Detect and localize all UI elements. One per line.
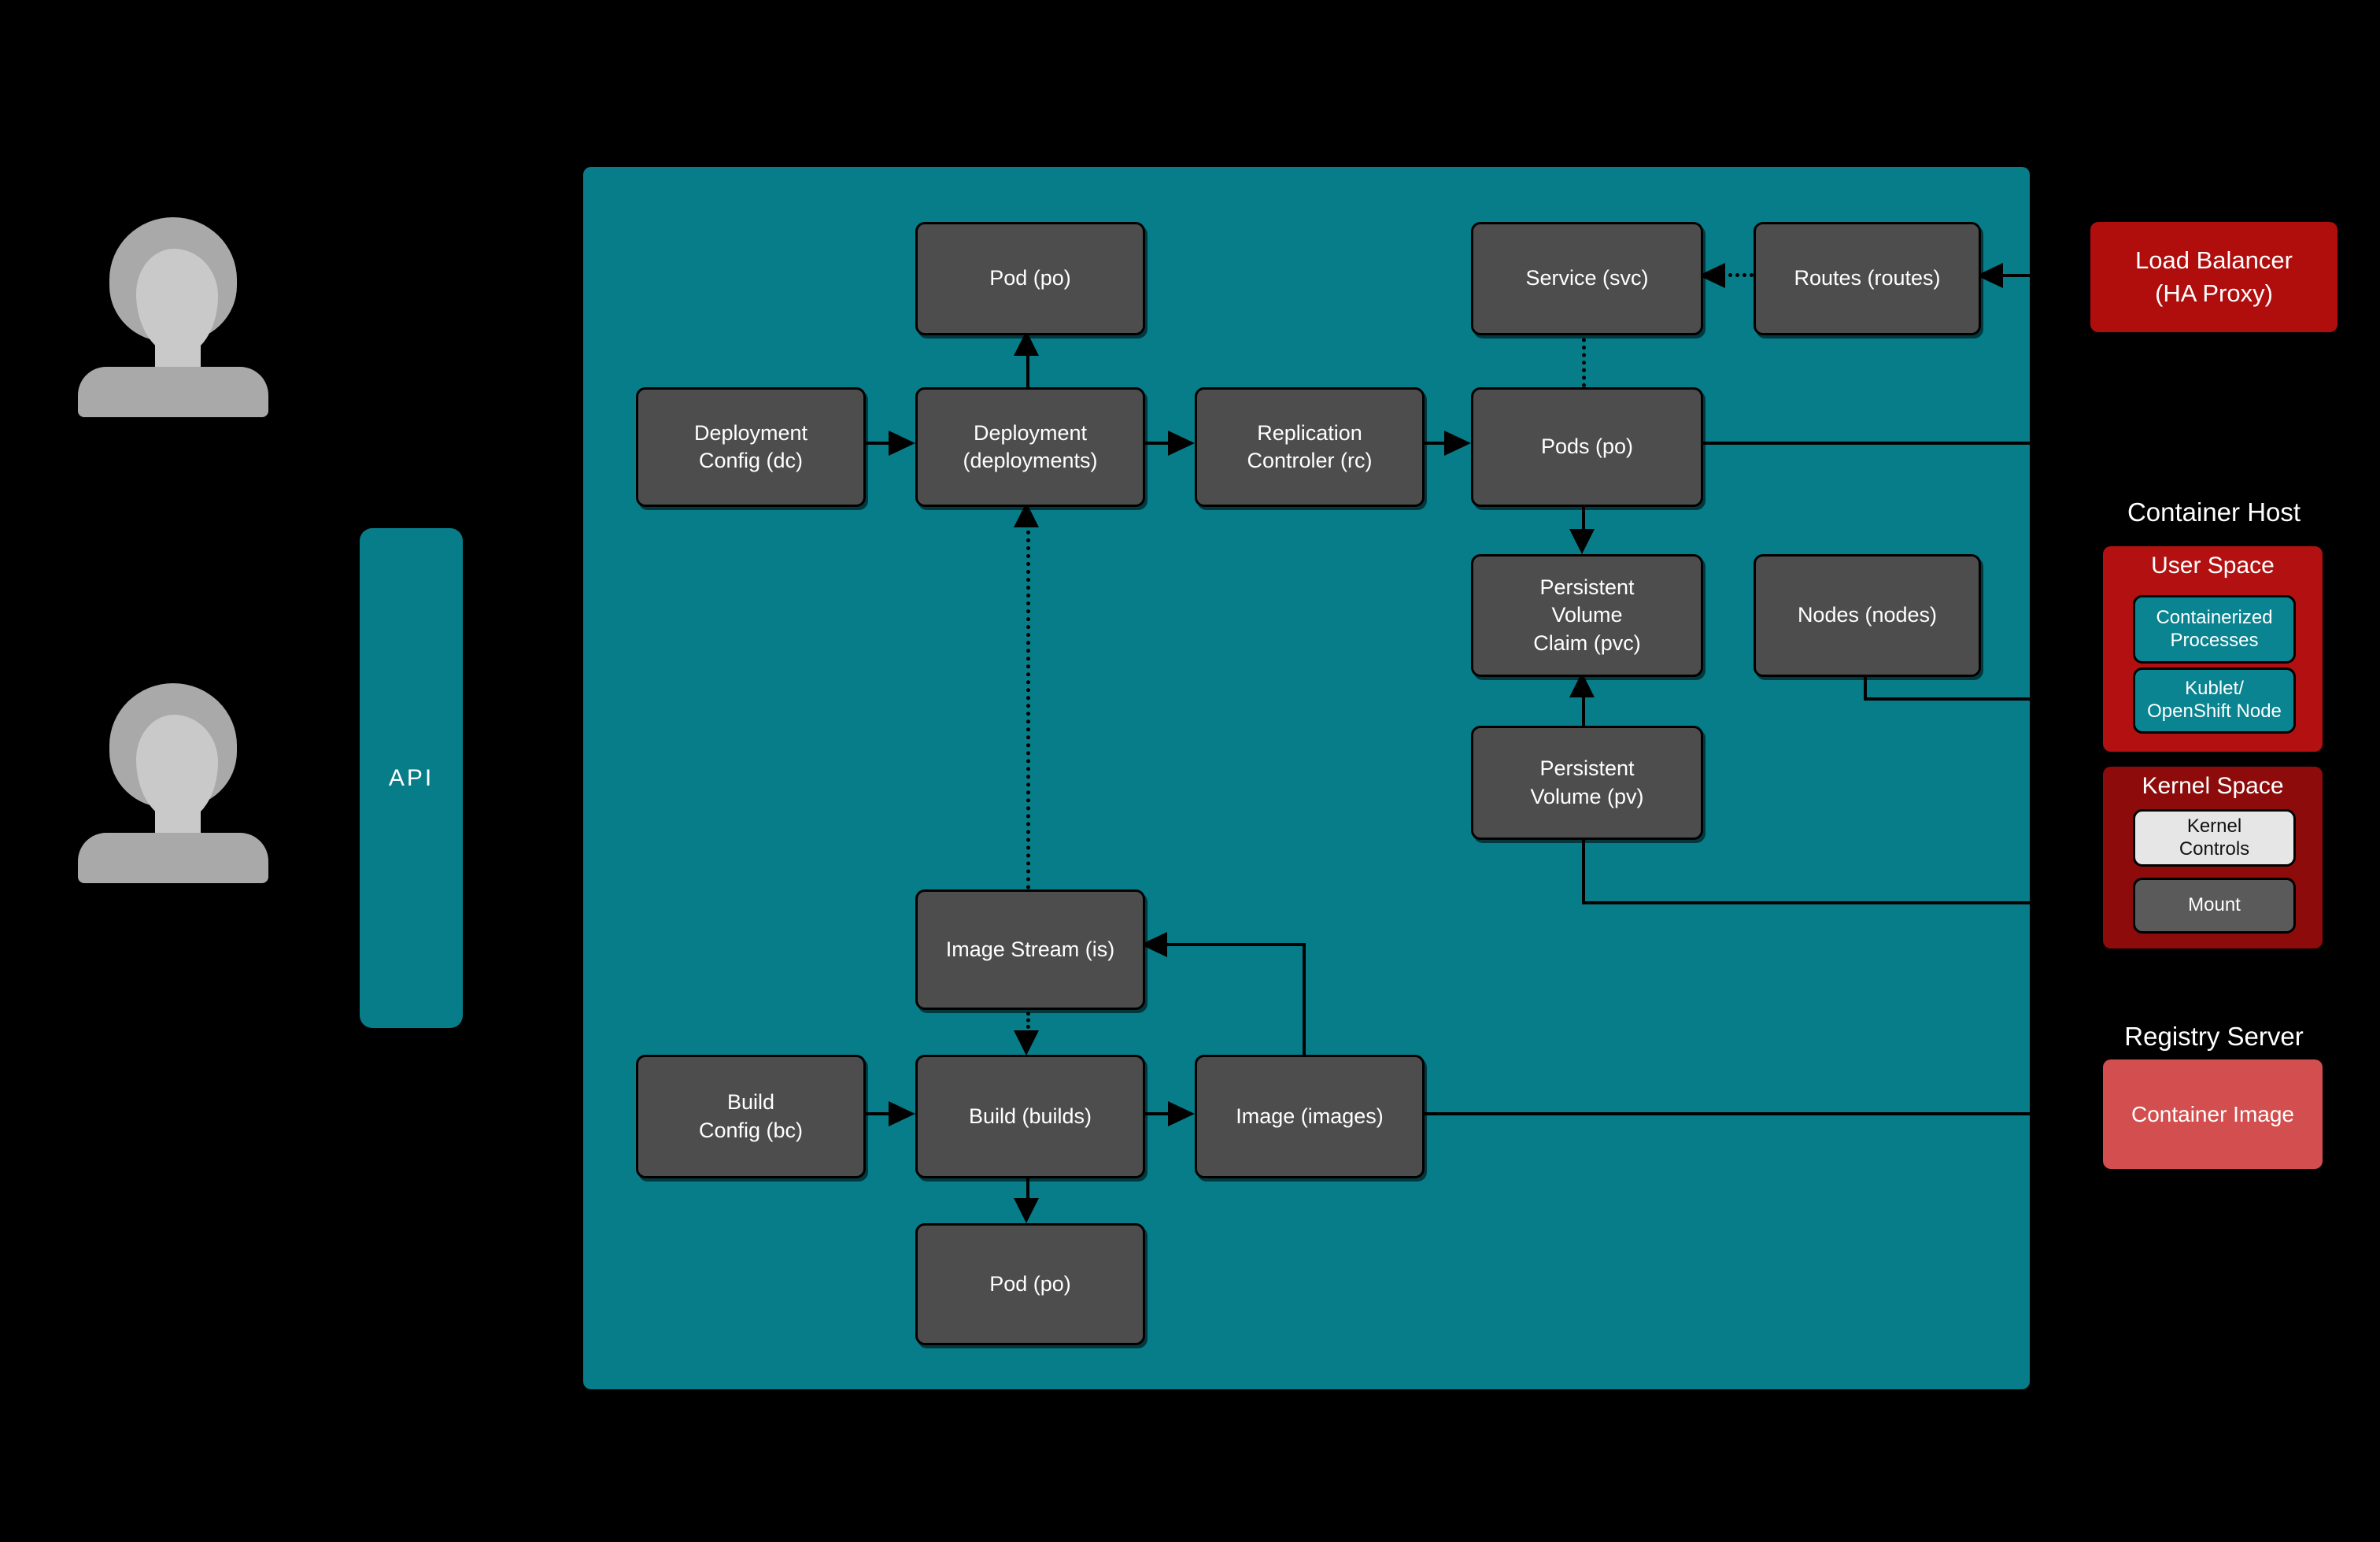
node-label: Image Stream (is) xyxy=(945,937,1115,961)
registry-server-title: Registry Server xyxy=(2124,1022,2304,1051)
node-pods: Pods (po) xyxy=(1471,387,1703,507)
edge-pv-to-pvc xyxy=(1582,697,1585,726)
edge-nodes-to-kublet xyxy=(1864,697,2030,701)
user-avatar-icon xyxy=(73,679,273,883)
edge-load-balancer-to-routes xyxy=(2003,274,2090,277)
edge-build-to-pod-bottom xyxy=(1026,1174,1029,1200)
arrowhead-right-icon xyxy=(889,1101,915,1126)
inner-box-label: Containerized Processes xyxy=(2156,606,2273,651)
node-service: Service (svc) xyxy=(1471,222,1703,335)
edge-image-stream-to-build-dotted xyxy=(1026,1005,1030,1029)
node-label: Routes (routes) xyxy=(1794,266,1941,290)
edge-routes-to-service-dotted xyxy=(1728,273,1754,277)
inner-box-label: Kernel Controls xyxy=(2179,815,2250,860)
node-label: Service (svc) xyxy=(1525,266,1649,290)
api-box: API xyxy=(360,528,463,1028)
kernel-controls-box: Kernel Controls xyxy=(2133,809,2296,867)
node-label: Deployment Config (dc) xyxy=(693,420,808,472)
avatar-face xyxy=(136,715,218,822)
kernel-space-box: Kernel Space Kernel Controls Mount xyxy=(2103,767,2323,948)
node-build-config: Build Config (bc) xyxy=(636,1055,866,1178)
container-image-box: Container Image xyxy=(2103,1059,2323,1169)
node-label: Pod (po) xyxy=(989,1271,1071,1296)
load-balancer-label: Load Balancer (HA Proxy) xyxy=(2135,246,2293,307)
arrowhead-right-icon xyxy=(889,431,915,456)
node-label: Pod (po) xyxy=(989,266,1071,290)
node-replication-controller: Replication Controler (rc) xyxy=(1195,387,1425,507)
container-host-title: Container Host xyxy=(2127,497,2301,527)
node-build: Build (builds) xyxy=(915,1055,1145,1178)
api-label: API xyxy=(388,764,434,791)
node-label: Nodes (nodes) xyxy=(1797,603,1938,627)
arrowhead-down-icon xyxy=(1014,1198,1039,1223)
node-deployment-config: Deployment Config (dc) xyxy=(636,387,866,507)
openshift-platform-area xyxy=(583,167,2030,1389)
node-nodes: Nodes (nodes) xyxy=(1754,554,1981,677)
arrowhead-down-icon xyxy=(1569,529,1595,554)
inner-box-label: Mount xyxy=(2188,894,2241,916)
containerized-processes-box: Containerized Processes xyxy=(2133,595,2296,664)
kublet-openshift-node-box: Kublet/ OpenShift Node xyxy=(2133,667,2296,734)
node-persistent-volume: Persistent Volume (pv) xyxy=(1471,726,1703,840)
edge-image-to-image-stream-horizontal xyxy=(1167,943,1306,946)
edge-service-to-pods-dotted xyxy=(1582,331,1586,387)
node-image: Image (images) xyxy=(1195,1055,1425,1178)
edge-deployment-to-replication-controller xyxy=(1140,442,1169,445)
node-persistent-volume-claim: Persistent Volume Claim (pvc) xyxy=(1471,554,1703,677)
avatar-shoulders xyxy=(78,367,268,417)
edge-deployment-config-to-deployment xyxy=(861,442,891,445)
edge-image-stream-to-deployment-dotted xyxy=(1026,531,1030,889)
node-label: Persistent Volume (pv) xyxy=(1530,756,1644,808)
avatar-face xyxy=(136,249,218,356)
node-label: Deployment (deployments) xyxy=(963,420,1098,472)
node-label: Pods (po) xyxy=(1540,434,1634,459)
node-deployment: Deployment (deployments) xyxy=(915,387,1145,507)
arrowhead-right-icon xyxy=(1168,1101,1195,1126)
node-image-stream: Image Stream (is) xyxy=(915,889,1145,1010)
inner-box-label: Kublet/ OpenShift Node xyxy=(2147,678,2282,722)
edge-build-config-to-build xyxy=(861,1112,891,1115)
edge-nodes-down xyxy=(1864,672,1867,701)
user-space-title: User Space xyxy=(2151,553,2275,579)
load-balancer-box: Load Balancer (HA Proxy) xyxy=(2090,222,2338,332)
user-avatar-icon xyxy=(73,213,273,417)
edge-image-to-container-image xyxy=(1420,1112,2030,1115)
edge-pv-to-mount xyxy=(1582,901,2030,904)
node-label: Build Config (bc) xyxy=(698,1090,804,1142)
edge-pods-to-container-host xyxy=(1698,442,2030,445)
node-label: Build (builds) xyxy=(968,1104,1092,1128)
edge-image-to-image-stream-vertical xyxy=(1303,943,1306,1055)
node-pod-top: Pod (po) xyxy=(915,222,1145,335)
edge-build-to-image xyxy=(1140,1112,1169,1115)
edge-pods-to-pvc xyxy=(1582,502,1585,531)
node-label: Persistent Volume Claim (pvc) xyxy=(1533,575,1641,655)
node-routes: Routes (routes) xyxy=(1754,222,1981,335)
node-label: Replication Controler (rc) xyxy=(1247,420,1373,472)
arrowhead-right-icon xyxy=(1168,431,1195,456)
node-label: Image (images) xyxy=(1236,1104,1384,1128)
mount-box: Mount xyxy=(2133,878,2296,934)
container-image-label: Container Image xyxy=(2131,1101,2294,1126)
node-pod-bottom: Pod (po) xyxy=(915,1223,1145,1345)
kernel-space-title: Kernel Space xyxy=(2142,773,2284,799)
avatar-shoulders xyxy=(78,833,268,883)
arrowhead-right-icon xyxy=(1444,431,1471,456)
edge-deployment-to-pod-top xyxy=(1026,356,1029,387)
edge-pv-down xyxy=(1582,835,1585,904)
edge-replication-controller-to-pods xyxy=(1420,442,1446,445)
arrowhead-down-icon xyxy=(1014,1030,1039,1056)
user-space-box: User Space Containerized Processes Kuble… xyxy=(2103,546,2323,752)
